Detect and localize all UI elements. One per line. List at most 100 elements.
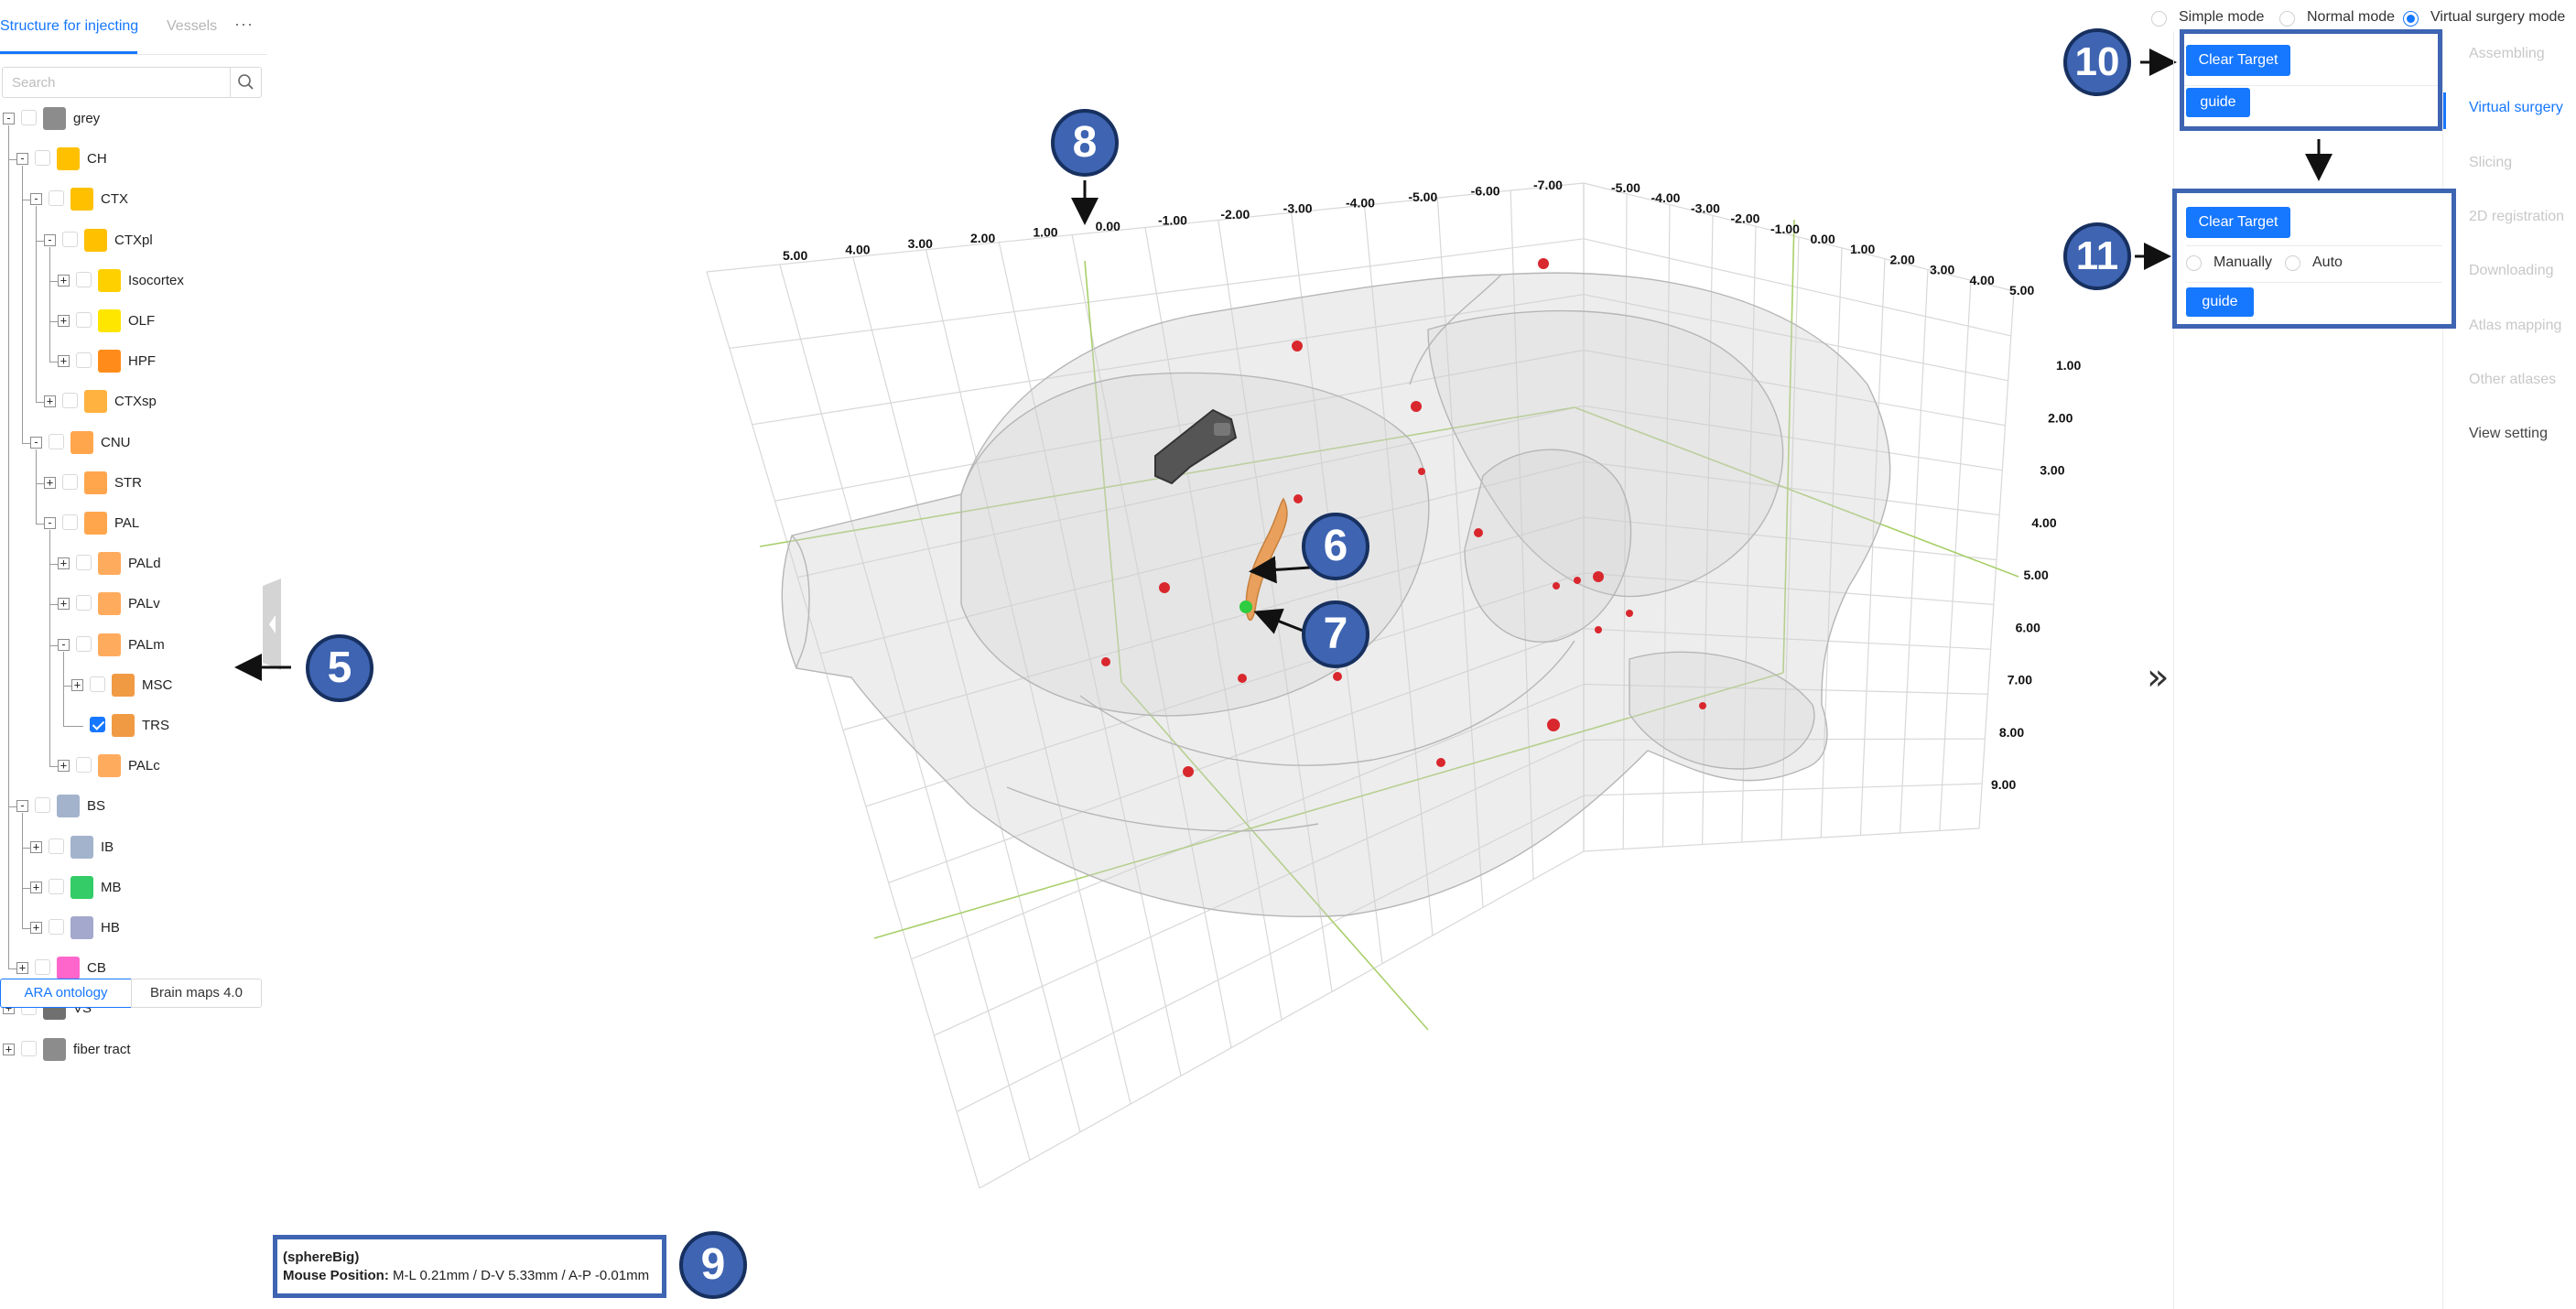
target-tip-marker[interactable] (1239, 600, 1252, 613)
node-checkbox[interactable] (76, 352, 92, 369)
nav-virtual-surgery[interactable]: Virtual surgery (2469, 100, 2563, 115)
nav-downloading[interactable]: Downloading (2469, 263, 2554, 278)
node-checkbox[interactable] (35, 150, 50, 167)
tab-brain-maps[interactable]: Brain maps 4.0 (131, 979, 262, 1008)
node-checkbox[interactable] (49, 433, 64, 449)
nav-other-atlases[interactable]: Other atlases (2469, 372, 2557, 387)
expand-node-icon[interactable]: + (58, 557, 70, 570)
injection-marker[interactable] (1553, 582, 1560, 590)
radio-auto[interactable] (2285, 255, 2300, 271)
node-checkbox[interactable] (49, 838, 64, 854)
search-input[interactable] (3, 68, 230, 97)
tree-node-isocortex[interactable]: +Isocortex (58, 267, 259, 295)
tab-more-icon[interactable]: ··· (234, 15, 254, 33)
node-checkbox[interactable] (49, 190, 64, 207)
node-checkbox[interactable] (76, 312, 92, 328)
tab-structure-for-injecting[interactable]: Structure for injecting (0, 18, 139, 34)
guide-button[interactable]: guide (2186, 88, 2250, 117)
expand-node-icon[interactable]: + (58, 355, 70, 368)
injection-marker[interactable] (1474, 528, 1483, 537)
expand-node-icon[interactable]: + (44, 476, 56, 489)
tree-node-ctxsp[interactable]: +CTXsp (44, 388, 245, 416)
radio-normal-mode[interactable] (2279, 11, 2295, 27)
node-checkbox[interactable] (76, 635, 92, 652)
collapse-node-icon[interactable]: - (44, 517, 56, 529)
tree-node-cnu[interactable]: -CNU (30, 429, 232, 457)
expand-node-icon[interactable]: + (58, 598, 70, 611)
injection-marker[interactable] (1292, 341, 1303, 352)
injection-marker[interactable] (1574, 577, 1581, 584)
tree-node-ctx[interactable]: -CTX (30, 186, 232, 213)
expand-node-icon[interactable]: + (30, 881, 42, 893)
clear-target-button[interactable]: Clear Target (2186, 207, 2290, 238)
radio-simple-mode[interactable] (2151, 11, 2167, 27)
node-checkbox[interactable] (35, 959, 50, 976)
clear-target-button[interactable]: Clear Target (2186, 45, 2290, 76)
tree-node-str[interactable]: +STR (44, 470, 245, 497)
nav-assembling[interactable]: Assembling (2469, 46, 2545, 61)
expand-node-icon[interactable]: + (71, 678, 83, 691)
tree-node-bs[interactable]: -BS (16, 793, 218, 820)
tab-ara-ontology[interactable]: ARA ontology (0, 979, 132, 1008)
injection-marker[interactable] (1183, 766, 1194, 777)
node-checkbox[interactable] (62, 231, 78, 247)
tree-node-cb[interactable]: +CB (16, 955, 218, 982)
injection-marker[interactable] (1418, 468, 1425, 475)
expand-node-icon[interactable]: + (58, 760, 70, 773)
tree-node-trs[interactable]: TRS (71, 712, 273, 740)
expand-panel-icon[interactable]: » (2147, 656, 2170, 698)
node-checkbox[interactable] (21, 1040, 37, 1056)
injection-marker[interactable] (1333, 672, 1342, 681)
tree-node-ctxpl[interactable]: -CTXpl (44, 227, 245, 254)
tree-node-fiber-tract[interactable]: +fiber tract (3, 1036, 204, 1064)
expand-node-icon[interactable]: + (16, 962, 28, 975)
search-button[interactable] (230, 68, 261, 97)
injection-marker[interactable] (1595, 626, 1602, 633)
injection-marker[interactable] (1411, 401, 1422, 412)
tree-node-pald[interactable]: +PALd (58, 550, 259, 578)
guide-button[interactable]: guide (2186, 287, 2254, 317)
injection-marker[interactable] (1593, 571, 1604, 582)
node-checkbox[interactable] (49, 919, 64, 935)
collapse-node-icon[interactable]: - (16, 800, 28, 813)
node-checkbox[interactable] (90, 717, 105, 732)
node-checkbox[interactable] (49, 878, 64, 894)
collapse-node-icon[interactable]: - (44, 233, 56, 246)
node-checkbox[interactable] (76, 595, 92, 611)
node-checkbox[interactable] (35, 797, 50, 814)
injection-marker[interactable] (1547, 719, 1560, 731)
injection-marker[interactable] (1238, 674, 1247, 683)
expand-node-icon[interactable]: + (30, 840, 42, 853)
injection-marker[interactable] (1538, 258, 1549, 269)
expand-node-icon[interactable]: + (58, 274, 70, 287)
injection-marker[interactable] (1101, 657, 1110, 666)
nav-2d-registration[interactable]: 2D registration (2469, 209, 2565, 224)
expand-node-icon[interactable]: + (58, 315, 70, 327)
expand-node-icon[interactable]: + (30, 922, 42, 934)
tree-node-pal[interactable]: -PAL (44, 510, 245, 537)
tree-node-mb[interactable]: +MB (30, 874, 232, 902)
collapse-node-icon[interactable]: - (16, 153, 28, 166)
radio-virtual-surgery-mode[interactable] (2403, 11, 2419, 27)
node-checkbox[interactable] (62, 473, 78, 490)
tree-node-ib[interactable]: +IB (30, 834, 232, 861)
nav-atlas-mapping[interactable]: Atlas mapping (2469, 318, 2562, 333)
collapse-panel-handle[interactable] (263, 579, 283, 670)
nav-view-setting[interactable]: View setting (2469, 426, 2548, 441)
node-checkbox[interactable] (76, 555, 92, 571)
node-checkbox[interactable] (76, 757, 92, 774)
node-checkbox[interactable] (62, 393, 78, 409)
expand-node-icon[interactable]: + (44, 395, 56, 408)
tab-vessels[interactable]: Vessels (167, 18, 218, 34)
injection-marker[interactable] (1436, 758, 1445, 767)
injection-marker[interactable] (1293, 494, 1303, 503)
expand-node-icon[interactable]: + (3, 1043, 15, 1055)
tree-node-ch[interactable]: -CH (16, 146, 218, 173)
tree-node-hpf[interactable]: +HPF (58, 348, 259, 375)
tree-node-palv[interactable]: +PALv (58, 590, 259, 618)
injection-marker[interactable] (1159, 582, 1170, 593)
node-checkbox[interactable] (76, 271, 92, 287)
collapse-node-icon[interactable]: - (30, 193, 42, 206)
tree-node-hb[interactable]: +HB (30, 914, 232, 942)
